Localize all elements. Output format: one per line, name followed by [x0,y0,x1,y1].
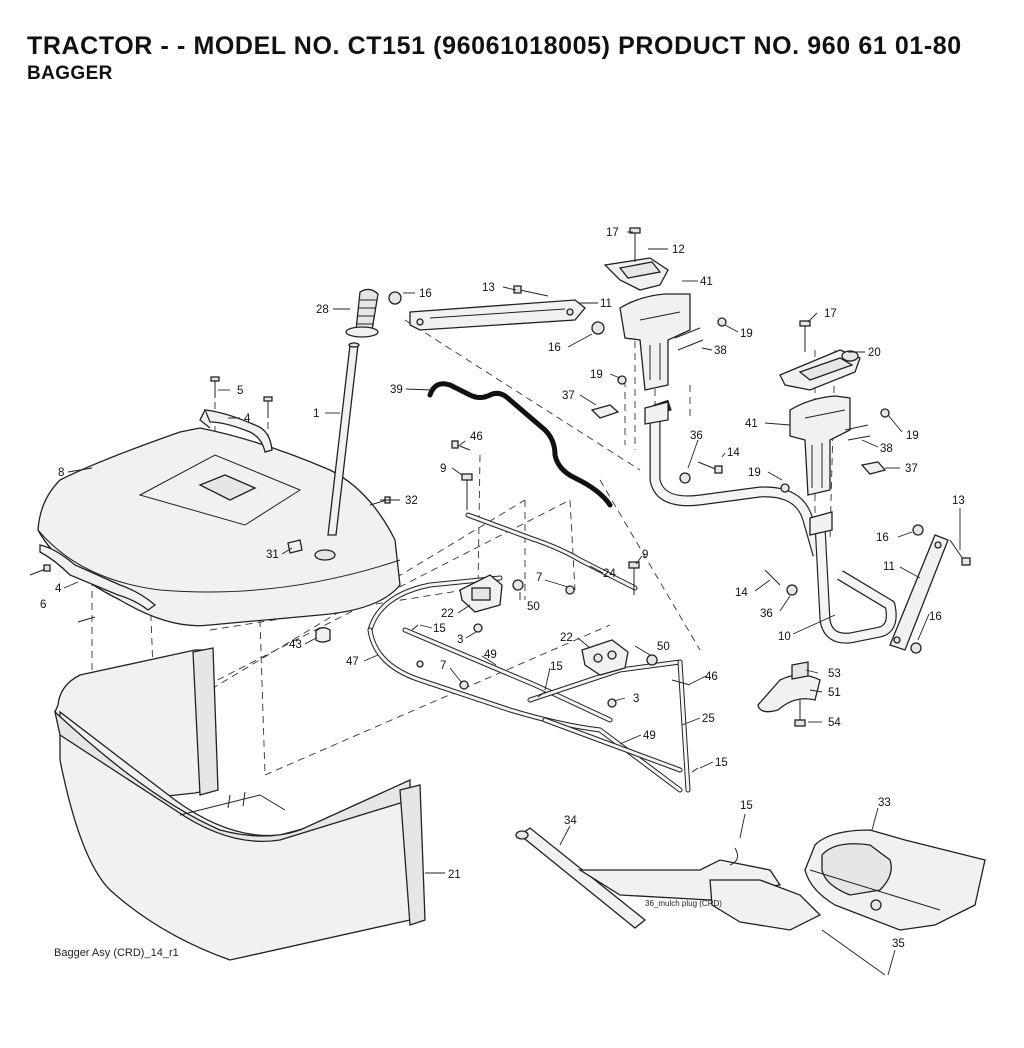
callout-46-b: 46 [705,671,718,683]
callout-16-d: 16 [929,611,942,623]
callout-53: 53 [828,668,841,680]
latch-assembly [757,661,821,727]
callout-17-a: 17 [606,227,619,239]
pivot-bracket-lower [789,395,851,496]
mounting-bracket-left [409,299,586,331]
hardware [29,227,971,773]
callout-7-b: 7 [440,660,446,672]
callout-16-a: 16 [419,288,432,300]
callout-38-a: 38 [714,345,727,357]
bag-handle-top [199,409,273,453]
pivot-bracket-upper [619,293,691,391]
dump-handle-rod [327,342,360,536]
callout-51: 51 [828,687,841,699]
page-title: TRACTOR - - MODEL NO. CT151 (96061018005… [27,32,962,60]
callout-50-a: 50 [527,601,540,613]
callout-33: 33 [878,797,891,809]
callout-14-b: 14 [735,587,748,599]
callout-46-a: 46 [470,431,483,443]
callout-36-b: 36 [760,608,773,620]
callout-43: 43 [289,639,302,651]
callout-11-a: 11 [600,298,612,310]
mounting-bracket-right [889,534,949,651]
callout-38-b: 38 [880,443,893,455]
grass-bag [53,647,426,961]
diagram-reference: Bagger Asy (CRD)_14_r1 [54,947,179,959]
part-callouts: 1 28 39 8 5 4 4 6 32 31 43 16 13 11 16 1… [40,227,965,959]
callout-14-a: 14 [727,447,740,459]
callout-22-b: 22 [560,632,573,644]
callout-10: 10 [778,631,791,643]
callout-19-a: 19 [740,328,753,340]
bag-rod [427,381,613,508]
callout-31: 31 [266,549,279,561]
hinge-bracket-20 [779,349,861,391]
callout-9-a: 9 [440,463,446,475]
callout-12: 12 [672,244,685,256]
callout-19-b: 19 [590,369,603,381]
callout-49-b: 49 [643,730,656,742]
callout-25: 25 [702,713,715,725]
mulch-plug-label: 36_mulch plug (CRD) [645,899,722,908]
callout-15-a: 15 [433,623,446,635]
callout-13-b: 13 [952,495,965,507]
callout-16-c: 16 [876,532,889,544]
support-rod-24 [465,512,638,591]
callout-41-b: 41 [745,418,758,430]
callout-49-a: 49 [484,649,497,661]
callout-17-b: 17 [824,308,837,320]
callout-37-a: 37 [562,390,575,402]
callout-19-c: 19 [906,430,919,442]
callout-34: 34 [564,815,577,827]
page-subtitle: BAGGER [27,63,113,84]
bracket-22-right [581,639,629,676]
callout-15-d: 15 [740,800,753,812]
callout-50-b: 50 [657,641,670,653]
bag-handle-side [39,544,157,611]
callout-21: 21 [448,869,461,881]
callout-15-c: 15 [715,757,728,769]
callout-39: 39 [390,384,403,396]
mulch-plug-assembly [515,827,986,976]
leader-lines [63,231,961,976]
callout-8: 8 [58,467,64,479]
callout-35: 35 [892,938,905,950]
callout-7-a: 7 [536,572,542,584]
callout-41-a: 41 [700,276,713,288]
callout-22-a: 22 [441,608,454,620]
callout-5: 5 [237,385,243,397]
callout-13-a: 13 [482,282,495,294]
handle-grip [345,288,379,338]
callout-1: 1 [313,408,319,420]
bracket-22-left [459,574,503,613]
callout-32: 32 [405,495,418,507]
callout-15-b: 15 [550,661,563,673]
callout-36-a: 36 [690,430,703,442]
callout-9-b: 9 [642,549,648,561]
main-frame-tube [644,399,897,644]
callout-47: 47 [346,656,359,668]
callout-6: 6 [40,599,46,611]
callout-4-side: 4 [55,583,62,595]
callout-16-b: 16 [548,342,561,354]
callout-11-b: 11 [883,561,895,573]
callout-28: 28 [316,304,329,316]
callout-24: 24 [603,568,616,580]
callout-19-d: 19 [748,467,761,479]
callout-20: 20 [868,347,881,359]
callout-37-b: 37 [905,463,918,475]
callout-3-a: 3 [457,634,463,646]
callout-4-top: 4 [244,413,251,425]
hinge-bracket-12 [603,257,669,291]
callout-3-b: 3 [633,693,639,705]
callout-54: 54 [828,717,841,729]
